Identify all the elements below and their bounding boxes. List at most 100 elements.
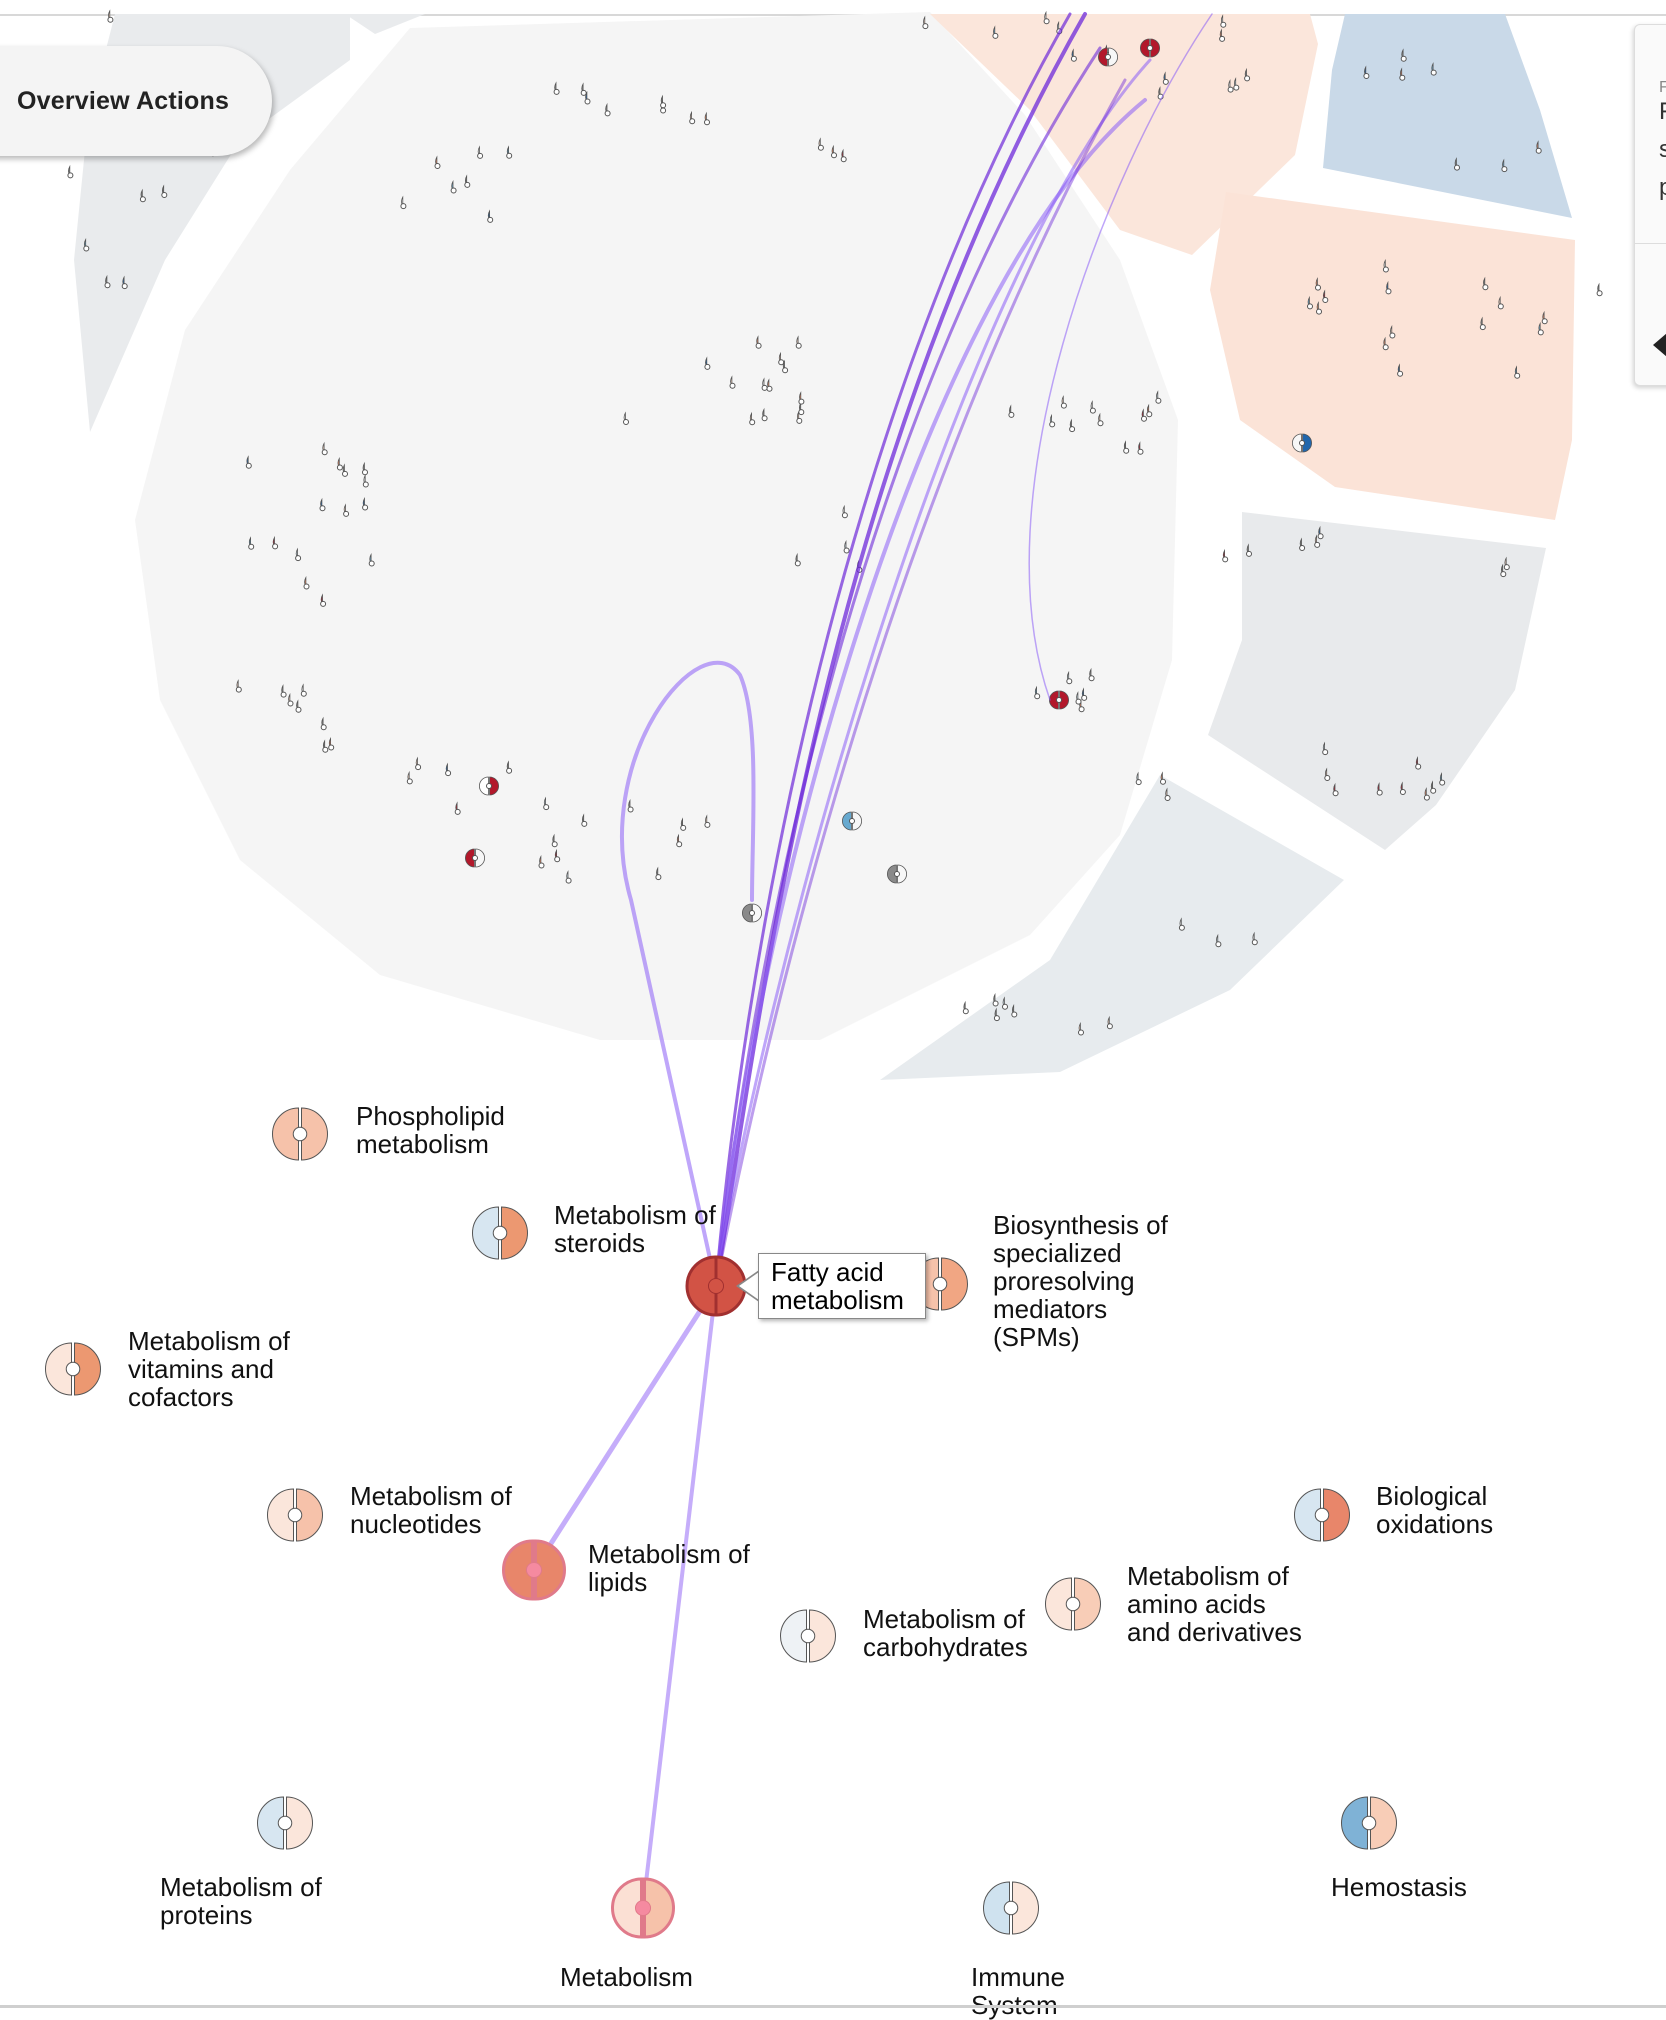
small-node-83[interactable] <box>1363 1 1370 79</box>
small-node-35[interactable] <box>554 1 561 863</box>
small-node-139[interactable] <box>1075 1 1082 705</box>
marked-node-5[interactable] <box>1292 433 1312 453</box>
small-node-38[interactable] <box>362 1 368 476</box>
small-node-71[interactable] <box>1162 1 1169 85</box>
small-node-94[interactable] <box>1385 1 1392 295</box>
small-node-46[interactable] <box>450 1 457 194</box>
marked-node-7[interactable] <box>1140 38 1160 58</box>
small-node-18[interactable] <box>1146 1 1153 418</box>
small-node-99[interactable] <box>1541 1 1548 325</box>
small-node-126[interactable] <box>1178 1 1185 931</box>
small-node-81[interactable] <box>1244 1 1251 82</box>
small-node-44[interactable] <box>343 1 350 517</box>
small-node-39[interactable] <box>362 1 369 488</box>
small-node-86[interactable] <box>1454 1 1460 171</box>
small-node-163[interactable] <box>843 1 850 554</box>
small-node-52[interactable] <box>161 1 168 198</box>
small-node-116[interactable] <box>1439 1 1446 786</box>
small-node-108[interactable] <box>1317 1 1324 540</box>
small-node-95[interactable] <box>1596 1 1603 297</box>
small-node-137[interactable] <box>1078 1 1085 713</box>
small-node-27[interactable] <box>676 1 683 848</box>
small-node-15[interactable] <box>1049 1 1056 428</box>
pathway-node-phospholipid[interactable] <box>272 1107 328 1161</box>
small-node-33[interactable] <box>538 1 545 869</box>
pathway-node-metabolism[interactable] <box>611 1877 675 1939</box>
small-node-144[interactable] <box>272 1 279 550</box>
small-node-119[interactable] <box>1399 1 1406 795</box>
small-node-106[interactable] <box>1222 1 1229 563</box>
small-node-133[interactable] <box>1078 1 1084 1036</box>
small-node-104[interactable] <box>1382 1 1389 273</box>
small-node-85[interactable] <box>1400 1 1407 62</box>
small-node-66[interactable] <box>817 1 824 151</box>
small-node-105[interactable] <box>1246 1 1252 557</box>
small-node-124[interactable] <box>1251 1 1258 946</box>
small-node-125[interactable] <box>1215 1 1222 948</box>
small-node-132[interactable] <box>1002 1 1008 1010</box>
small-node-84[interactable] <box>1399 1 1406 81</box>
small-node-122[interactable] <box>1160 1 1166 785</box>
small-node-36[interactable] <box>362 1 369 511</box>
small-node-45[interactable] <box>434 1 441 169</box>
small-node-60[interactable] <box>553 1 560 95</box>
small-node-82[interactable] <box>1430 1 1437 76</box>
small-node-78[interactable] <box>1220 1 1227 28</box>
small-node-23[interactable] <box>1069 1 1076 433</box>
overview-actions-button[interactable]: Overview Actions <box>0 46 272 156</box>
small-node-134[interactable] <box>1066 1 1073 685</box>
small-node-55[interactable] <box>67 1 74 179</box>
small-node-67[interactable] <box>831 1 837 159</box>
pathway-label-hemostasis[interactable]: Hemostasis <box>1331 1873 1467 1901</box>
pathway-node-immune[interactable] <box>983 1881 1039 1935</box>
small-node-142[interactable] <box>320 1 327 607</box>
marked-node-0[interactable] <box>479 776 499 796</box>
small-node-143[interactable] <box>295 1 302 562</box>
small-node-25[interactable] <box>680 1 687 831</box>
small-node-31[interactable] <box>565 1 572 884</box>
small-node-110[interactable] <box>1500 1 1507 578</box>
small-node-114[interactable] <box>1423 1 1430 801</box>
pathway-node-amino-acids[interactable] <box>1045 1577 1101 1631</box>
small-node-87[interactable] <box>1501 1 1508 173</box>
small-node-89[interactable] <box>1307 1 1313 310</box>
small-node-111[interactable] <box>1503 1 1510 571</box>
small-node-8[interactable] <box>782 1 789 374</box>
small-node-7[interactable] <box>796 1 803 424</box>
marked-node-4[interactable] <box>742 903 762 923</box>
small-node-14[interactable] <box>1060 1 1067 409</box>
small-node-37[interactable] <box>342 1 348 477</box>
small-node-155[interactable] <box>328 1 335 751</box>
small-node-162[interactable] <box>841 1 848 519</box>
pathway-node-lipids[interactable] <box>502 1539 566 1601</box>
small-node-153[interactable] <box>415 1 422 771</box>
small-node-4[interactable] <box>755 1 762 349</box>
small-node-16[interactable] <box>1141 1 1147 422</box>
small-node-156[interactable] <box>83 1 90 252</box>
small-node-48[interactable] <box>400 1 407 210</box>
small-node-41[interactable] <box>245 1 252 469</box>
small-node-97[interactable] <box>1482 1 1489 291</box>
side-panel[interactable]: F F s p <box>1634 24 1666 386</box>
small-node-121[interactable] <box>1164 1 1171 801</box>
small-node-131[interactable] <box>962 1 969 1015</box>
small-node-127[interactable] <box>1106 1 1113 1030</box>
small-node-120[interactable] <box>1324 1 1331 781</box>
small-node-28[interactable] <box>704 1 711 828</box>
collapse-handle-icon[interactable] <box>1653 333 1666 357</box>
small-node-166[interactable] <box>107 1 114 23</box>
small-node-135[interactable] <box>1081 1 1088 701</box>
small-node-128[interactable] <box>992 1 999 1007</box>
small-node-113[interactable] <box>1376 1 1383 796</box>
pathway-node-proteins[interactable] <box>257 1796 313 1850</box>
pathway-node-steroids[interactable] <box>472 1206 528 1260</box>
small-node-59[interactable] <box>580 1 587 96</box>
small-node-115[interactable] <box>1415 1 1422 770</box>
small-node-79[interactable] <box>922 1 929 30</box>
